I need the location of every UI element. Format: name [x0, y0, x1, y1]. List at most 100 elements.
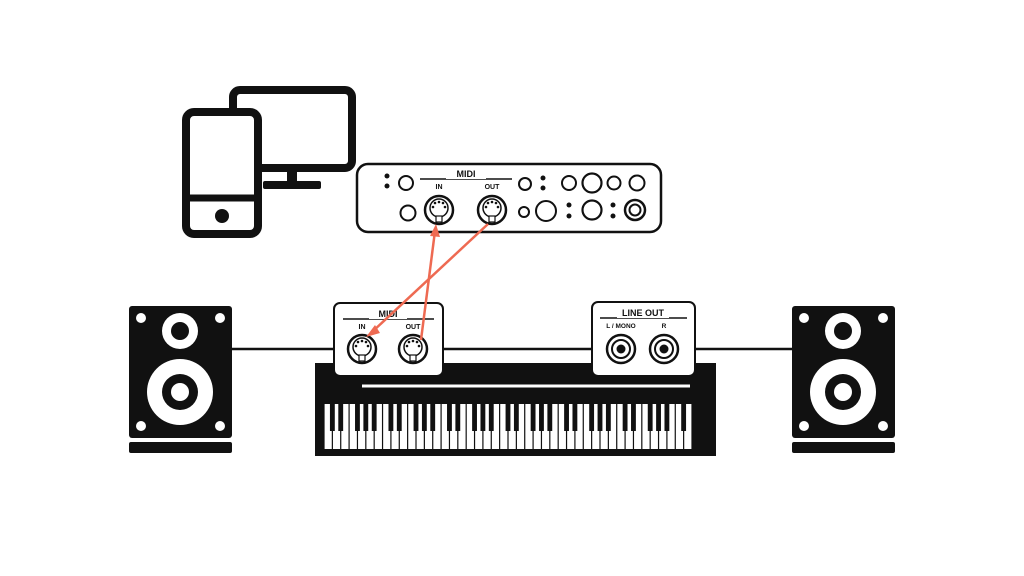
black-key — [664, 404, 670, 431]
white-key — [567, 404, 575, 449]
white-key — [341, 404, 349, 449]
white-key — [399, 404, 408, 449]
white-key — [592, 404, 600, 449]
black-key — [329, 404, 335, 431]
white-key — [441, 404, 449, 449]
black-key — [338, 404, 344, 431]
line-out-right-label: R — [662, 323, 667, 330]
keyboard-line-out-panel: LINE OUT L / MONO R — [591, 301, 696, 377]
black-key — [363, 404, 369, 431]
black-key — [681, 404, 687, 431]
white-key — [408, 404, 416, 449]
midi-din-port-icon — [397, 333, 429, 365]
black-key — [388, 404, 394, 431]
interface-knob — [398, 175, 414, 191]
smartphone-icon — [182, 108, 262, 238]
keyboard-midi-label: MIDI — [379, 309, 398, 319]
black-key — [631, 404, 636, 431]
piano-keyboard-icon — [315, 363, 716, 456]
interface-led — [566, 213, 572, 219]
black-key — [547, 404, 553, 431]
interface-led — [610, 213, 616, 219]
white-key — [667, 404, 675, 449]
audio-interface: MIDI IN OUT — [355, 162, 663, 234]
white-key — [424, 404, 433, 449]
white-key — [358, 404, 366, 449]
white-key — [500, 404, 508, 449]
headphone-jack-icon — [623, 198, 647, 222]
white-key — [608, 404, 617, 449]
white-key — [458, 404, 466, 449]
arrowhead-icon — [366, 325, 380, 337]
interface-led — [540, 175, 546, 181]
white-key — [416, 404, 424, 449]
white-key — [508, 404, 516, 449]
arrowhead-icon — [430, 224, 440, 237]
black-key — [589, 404, 595, 431]
black-key — [597, 404, 603, 431]
white-key — [675, 404, 684, 449]
white-key — [533, 404, 541, 449]
white-key — [516, 404, 525, 449]
white-key — [475, 404, 483, 449]
interface-led — [384, 173, 390, 179]
interface-midi-label: MIDI — [457, 169, 476, 179]
black-key — [539, 404, 544, 431]
black-key — [413, 404, 419, 431]
white-key — [433, 404, 441, 449]
black-key — [605, 404, 611, 431]
interface-out-label: OUT — [485, 184, 501, 191]
midi-din-port-icon — [476, 194, 508, 226]
white-key — [558, 404, 566, 449]
black-key — [656, 404, 661, 431]
midi-cable-keyboard-out-to-interface-in — [419, 230, 437, 341]
jack-port-icon — [648, 333, 680, 365]
black-key — [371, 404, 377, 431]
interface-knob — [581, 199, 603, 221]
white-key — [525, 404, 533, 449]
white-key — [491, 404, 500, 449]
black-key — [488, 404, 494, 431]
line-out-label: LINE OUT — [622, 308, 665, 318]
white-key — [550, 404, 558, 449]
black-key — [513, 404, 519, 431]
keyboard-midi-panel: MIDI IN OUT — [333, 302, 444, 377]
white-key — [391, 404, 399, 449]
interface-led — [540, 185, 546, 191]
keyboard-in-label: IN — [359, 324, 366, 331]
interface-knob — [518, 177, 532, 191]
speaker-icon — [792, 306, 895, 453]
white-key — [332, 404, 341, 449]
white-key — [466, 404, 474, 449]
interface-led — [384, 183, 390, 189]
white-key — [575, 404, 583, 449]
white-key — [659, 404, 667, 449]
keyboard-out-label: OUT — [406, 324, 422, 331]
black-key — [472, 404, 477, 431]
speaker-icon — [129, 306, 232, 453]
white-key — [634, 404, 642, 449]
black-key — [396, 404, 402, 431]
white-key — [625, 404, 633, 449]
black-key — [622, 404, 628, 431]
white-key — [450, 404, 458, 449]
interface-knob — [628, 174, 646, 192]
midi-din-port-icon — [423, 194, 455, 226]
white-key — [374, 404, 382, 449]
black-key — [480, 404, 486, 431]
white-key — [483, 404, 491, 449]
interface-knob — [535, 200, 557, 222]
line-out-left-label: L / MONO — [606, 323, 636, 330]
interface-knob — [606, 175, 622, 191]
white-key — [600, 404, 608, 449]
white-key — [324, 404, 332, 449]
black-key — [647, 404, 653, 431]
white-key — [650, 404, 658, 449]
white-key — [583, 404, 592, 449]
black-key — [530, 404, 536, 431]
white-key — [642, 404, 650, 449]
black-key — [447, 404, 452, 431]
white-key — [366, 404, 374, 449]
interface-knob — [561, 175, 577, 191]
